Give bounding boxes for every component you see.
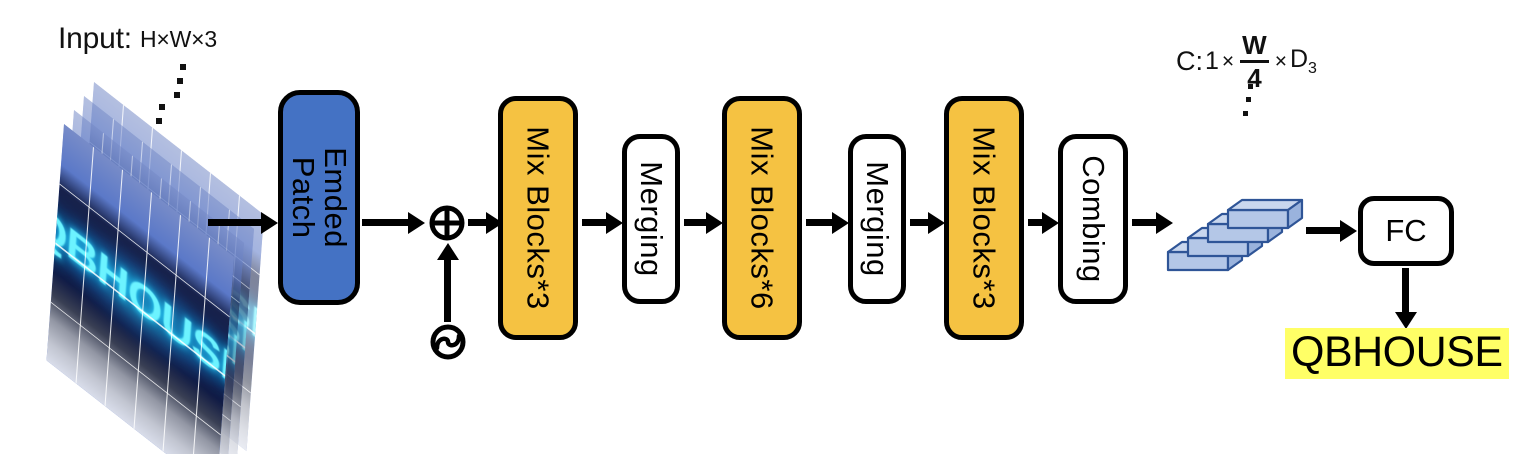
arrow-mix2-to-merging2 [806, 219, 834, 226]
block-fc[interactable]: FC [1358, 196, 1454, 266]
arrow-patch-embed-to-add [362, 219, 410, 226]
arrow-mix1-to-merging1 [582, 219, 608, 226]
add-operator-icon [427, 203, 467, 243]
c-fraction-numerator: W [1242, 30, 1267, 60]
block-merging-1-label: Merging [634, 161, 669, 277]
block-merging-2[interactable]: Merging [848, 134, 906, 304]
block-fc-label: FC [1385, 213, 1427, 248]
positional-encoding-sine-icon [428, 322, 468, 362]
patch-embed-line2: Emded [317, 147, 353, 248]
block-mix-blocks-3-label: Mix Blocks*3 [967, 126, 1002, 310]
block-mix-blocks-1[interactable]: Mix Blocks*3 [498, 96, 578, 340]
arrow-input-to-patch-embed [208, 219, 263, 226]
c-fraction-bar [1240, 60, 1269, 63]
arrow-add-to-mix1 [468, 219, 488, 226]
c-first-dim: 1 [1205, 47, 1219, 75]
arrow-merging1-to-mix2 [684, 219, 708, 226]
arrow-combing-to-features [1132, 219, 1158, 226]
input-stack-ellipsis-icon [148, 62, 208, 132]
block-mix-blocks-2-label: Mix Blocks*6 [745, 126, 780, 310]
block-mix-blocks-1-label: Mix Blocks*3 [521, 126, 556, 310]
output-text: QBHOUSE [1285, 328, 1509, 380]
block-merging-2-label: Merging [860, 161, 895, 277]
c-depth-subscript: 3 [1308, 60, 1317, 77]
block-patch-embed-label: Patch Emded [286, 147, 353, 248]
block-mix-blocks-3[interactable]: Mix Blocks*3 [944, 96, 1024, 340]
patch-embed-line1: Patch [286, 156, 322, 239]
block-combing-label: Combing [1076, 155, 1111, 283]
input-label-dimensions: H×W×3 [140, 26, 217, 52]
c-depth: D3 [1290, 45, 1317, 78]
c-times-2: × [1274, 49, 1287, 73]
block-mix-blocks-2[interactable]: Mix Blocks*6 [722, 96, 802, 340]
c-depth-letter: D [1289, 45, 1309, 73]
block-combing[interactable]: Combing [1058, 134, 1128, 304]
input-label-prefix: Input: [58, 22, 132, 55]
arrow-fc-to-output [1402, 268, 1409, 314]
feature-annotation-ellipsis-icon [1236, 84, 1260, 130]
block-merging-1[interactable]: Merging [622, 134, 680, 304]
arrow-features-to-fc [1306, 227, 1342, 234]
feature-sequence-boxes [1166, 190, 1312, 282]
c-times-1: × [1221, 49, 1235, 73]
feature-box-4 [1226, 198, 1304, 230]
feature-shape-annotation: C: 1 × W 4 × D3 [1176, 32, 1317, 91]
c-prefix: C: [1176, 46, 1203, 76]
block-patch-embed[interactable]: Patch Emded [278, 90, 360, 305]
input-label: Input: H×W×3 [58, 22, 217, 56]
arrow-merging2-to-mix3 [910, 219, 930, 226]
c-fraction: W 4 [1240, 32, 1269, 91]
arrow-posenc-to-add [444, 258, 451, 322]
arrow-mix3-to-combing [1028, 219, 1044, 226]
